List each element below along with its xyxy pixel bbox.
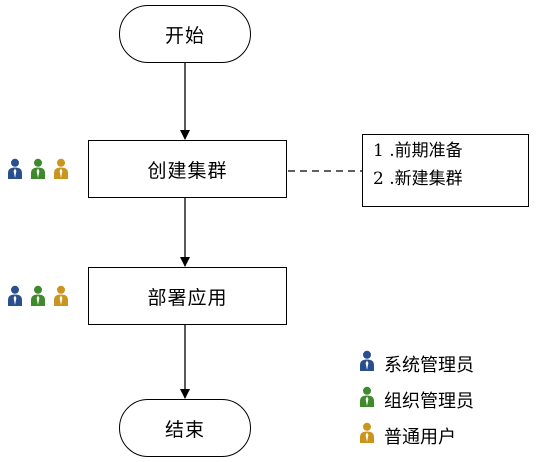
user-icon <box>358 350 376 377</box>
user-icon <box>358 386 376 413</box>
note-line-1: 1 .前期准备 <box>373 141 463 161</box>
legend-label: 组织管理员 <box>384 390 474 412</box>
deploy-app-node: 部署应用 <box>88 267 287 325</box>
create-cluster-node: 创建集群 <box>88 140 287 198</box>
user-icon <box>358 422 376 449</box>
user-icon <box>52 158 70 184</box>
legend-label: 系统管理员 <box>384 354 474 376</box>
end-node: 结束 <box>119 399 251 457</box>
legend-item: 组织管理员 <box>358 386 474 413</box>
legend-item: 普通用户 <box>358 422 456 449</box>
user-icon <box>52 285 70 311</box>
cluster-steps-note: 1 .前期准备 2 .新建集群 <box>362 134 529 207</box>
user-icon <box>29 158 47 184</box>
note-line-2: 2 .新建集群 <box>373 169 463 189</box>
user-icon <box>29 285 47 311</box>
start-node: 开始 <box>119 5 251 63</box>
legend-item: 系统管理员 <box>358 350 474 377</box>
deploy-app-roles <box>6 285 70 311</box>
user-icon <box>6 285 24 311</box>
create-cluster-roles <box>6 158 70 184</box>
legend-label: 普通用户 <box>384 426 456 448</box>
user-icon <box>6 158 24 184</box>
